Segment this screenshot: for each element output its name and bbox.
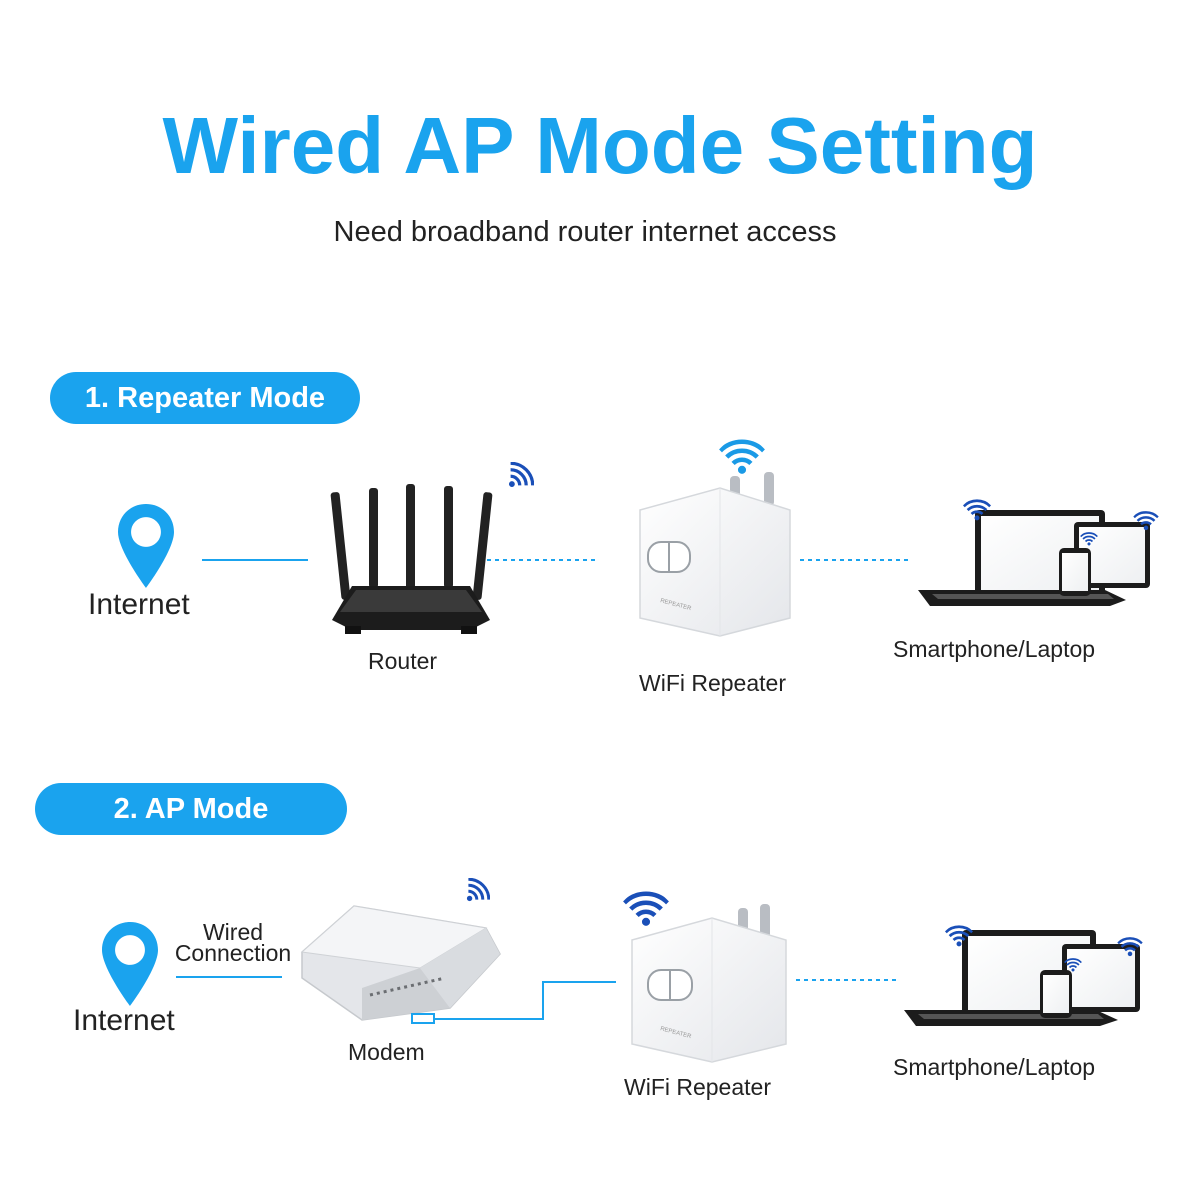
modem-wifi-icon: [466, 878, 490, 902]
laptop-phone-tablet-icon-2: [904, 930, 1140, 1026]
line-modem-repeater-cable: [434, 981, 616, 1020]
section2-heading: 2. AP Mode: [35, 783, 347, 835]
router-icon: [330, 484, 493, 634]
internet-label-2: Internet: [73, 1004, 175, 1037]
repeater-device-icon: REPEATER: [639, 472, 791, 637]
internet-pin-icon: [118, 504, 174, 588]
repeater-label-2: WiFi Repeater: [624, 1074, 771, 1100]
modem-label: Modem: [348, 1039, 425, 1065]
repeater-wifi-icon: [719, 429, 765, 475]
page-subtitle: Need broadband router internet access: [333, 216, 837, 248]
repeater-device-icon-2: REPEATER: [631, 904, 787, 1063]
clients-label: Smartphone/Laptop: [893, 636, 1096, 662]
router-wifi-icon: [508, 462, 534, 488]
page-title: Wired AP Mode Setting: [162, 101, 1038, 190]
wired-connection-label: Wired Connection: [168, 919, 298, 966]
internet-label: Internet: [88, 588, 190, 621]
wired-connection-line2: Connection: [174, 940, 292, 966]
router-label: Router: [368, 648, 438, 674]
section1-heading: 1. Repeater Mode: [50, 372, 360, 424]
laptop-phone-tablet-icon: [918, 510, 1150, 606]
repeater-label: WiFi Repeater: [639, 670, 786, 696]
wired-connection-line1: Wired: [202, 919, 264, 945]
clients-label-2: Smartphone/Laptop: [893, 1054, 1096, 1080]
modem-icon: [300, 905, 501, 1024]
internet-pin-icon-2: [102, 922, 158, 1006]
repeater-wifi-icon-2: [623, 881, 669, 927]
